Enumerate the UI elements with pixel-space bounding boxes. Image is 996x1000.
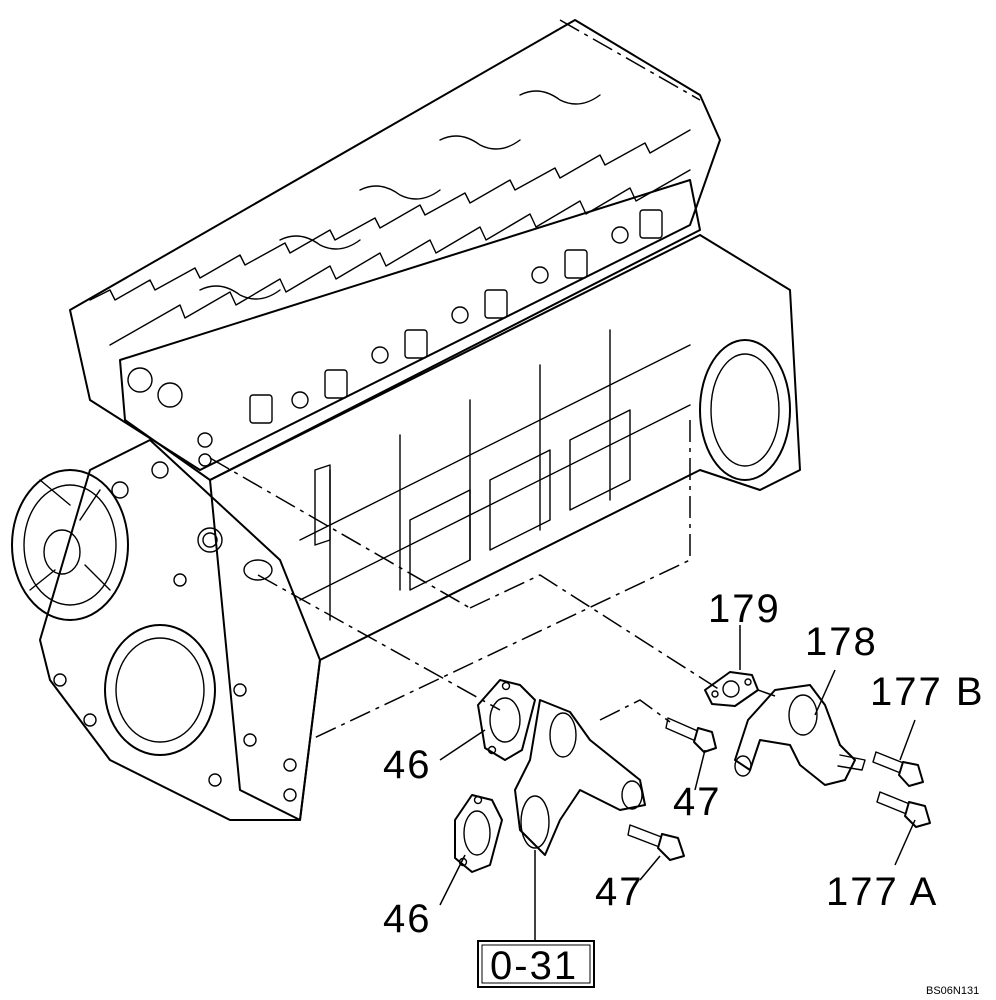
reference-box-label: 0-31 [490,944,578,988]
pipe-178 [734,684,866,786]
gasket-46-lower [454,794,503,873]
drawing-code: BS06N131 [926,985,979,997]
callout-177a: 177 A [826,870,938,914]
bolt-47-lower [627,824,685,861]
gasket-46-upper [477,679,536,761]
water-pipe-housing [514,699,646,856]
gasket-179 [704,671,759,707]
bolt-177b [872,751,924,787]
callout-46-lower: 46 [383,897,432,941]
assembly-lines [209,457,776,723]
reference-box[interactable]: 0-31 [477,940,595,988]
bolt-177a [876,791,931,828]
callout-46-upper: 46 [383,743,432,787]
callout-177b: 177 B [870,670,985,714]
engine-block [11,19,801,821]
callout-179: 179 [708,587,781,631]
leader-lines [439,625,916,940]
callout-47-upper: 47 [673,780,722,824]
bolt-47-upper [665,717,717,753]
crankshaft-pulley [11,469,129,621]
callout-178: 178 [805,620,878,664]
callout-47-lower: 47 [595,870,644,914]
